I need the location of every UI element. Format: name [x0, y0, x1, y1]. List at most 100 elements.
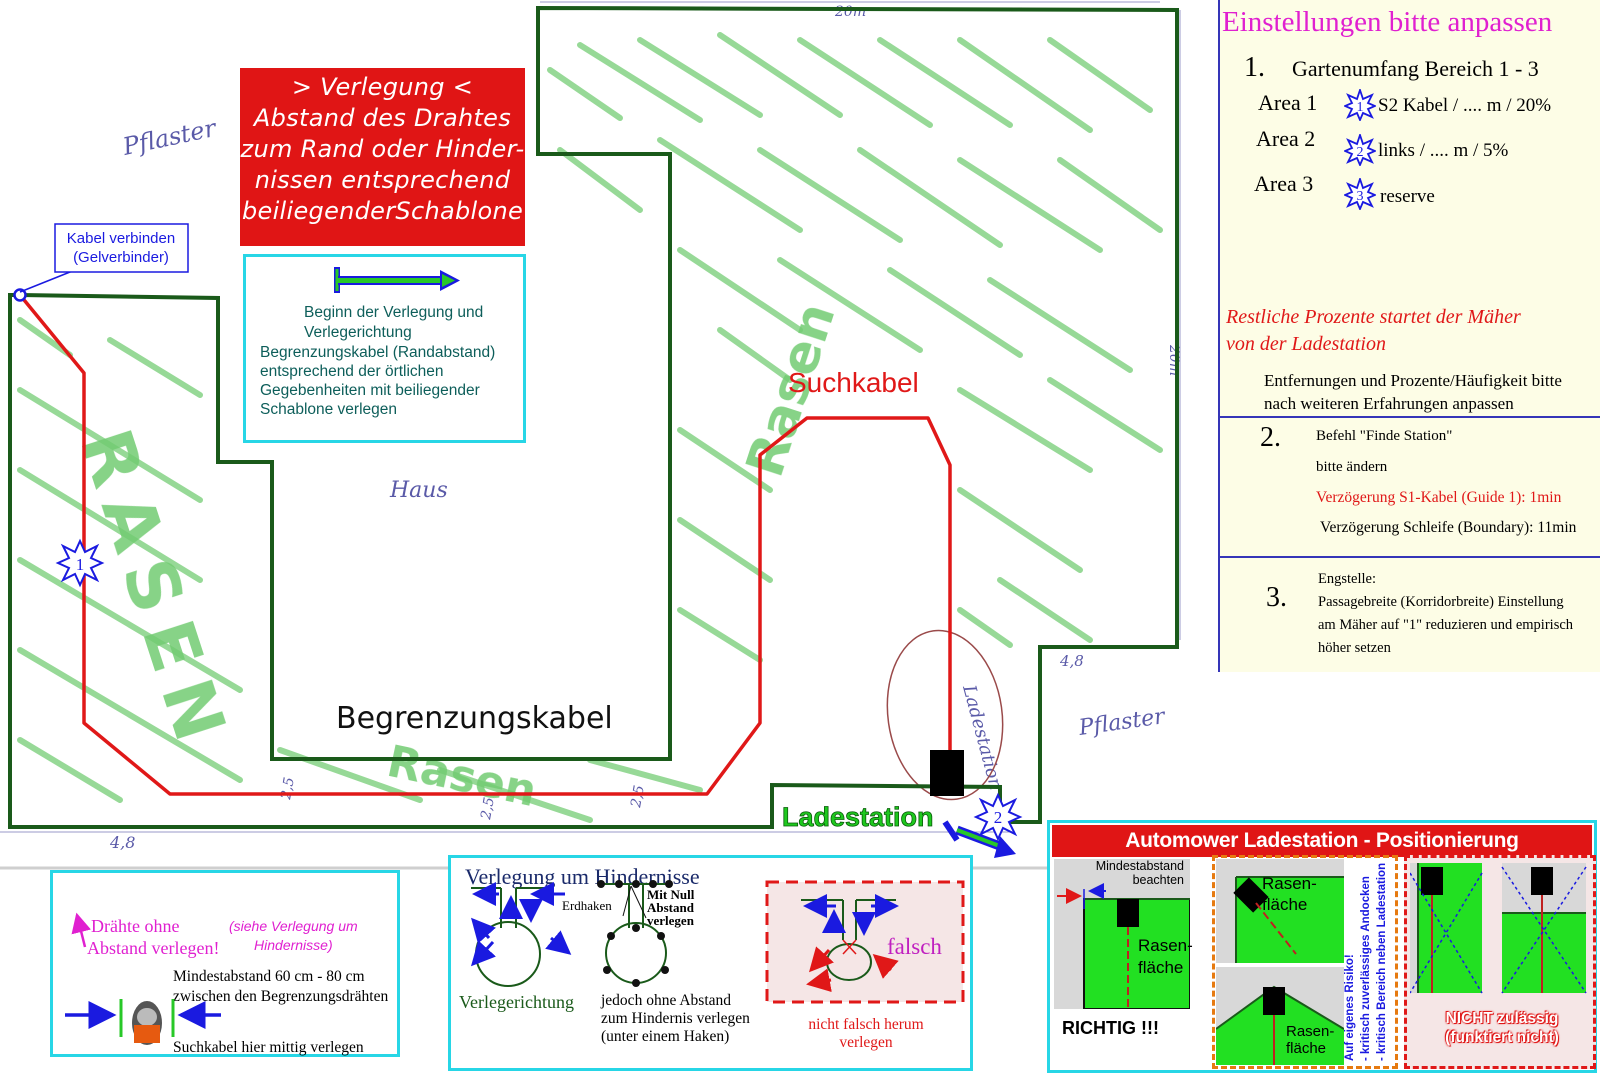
settings-panel: Einstellungen bitte anpassen 1. Gartenum…: [1218, 0, 1600, 672]
risk-line-3: - kritisch Bereich neben Ladestation: [1376, 862, 1388, 1061]
adjust-line-2: nach weiteren Erfahrungen anpassen: [1264, 394, 1514, 413]
star-2-label: 2: [994, 808, 1003, 827]
adjust-line-1: Entfernungen und Prozente/Häufigkeit bit…: [1264, 371, 1562, 390]
section-1-number: 1.: [1244, 52, 1265, 83]
risk-panel: [1212, 855, 1398, 1069]
area-3-star-icon: 3: [1344, 178, 1376, 210]
correct-position-diagram: [1054, 859, 1190, 1009]
laying-line-1: > Verlegung <: [291, 73, 474, 101]
positioning-title: Automower Ladestation - Positionierung: [1052, 825, 1592, 857]
section-divider-2: [1220, 556, 1600, 558]
section-2-line-4: Verzögerung Schleife (Boundary): 11min: [1320, 519, 1577, 536]
area-1-name: Area 1: [1258, 90, 1318, 115]
null-line-3: verlegen: [647, 913, 694, 928]
rasen-3-line-2: fläche: [1286, 1040, 1327, 1057]
begin-line-5: Gegebenheiten mit beiliegender: [260, 382, 480, 399]
guide-cable: [18, 293, 952, 796]
laying-line-2: Abstand des Drahtes: [253, 104, 512, 132]
risk-position-diagram: [1216, 859, 1344, 1065]
begin-line-1: Beginn der Verlegung und: [304, 304, 484, 321]
area-2-star-icon: 2: [1344, 134, 1376, 166]
min-distance-note: Mindestabstand beachten: [1070, 859, 1184, 887]
connector-label-line1: Kabel verbinden: [67, 230, 175, 247]
area-3-name: Area 3: [1254, 171, 1314, 196]
boundary-cable: [8, 5, 1179, 829]
positioning-legend: Automower Ladestation - Positionierung M…: [1047, 820, 1597, 1073]
station-label: Ladestation: [782, 802, 934, 832]
risk-note: Auf eigenes Risiko! - kritisch zuverläss…: [1342, 861, 1390, 1061]
dim-top: 20m: [834, 4, 866, 20]
ladestation-scribble: Ladestation: [958, 682, 1006, 792]
wires-line-2: Abstand verlegen!: [87, 938, 220, 958]
rasen-label-3: Rasen- fläche: [1286, 1023, 1334, 1057]
rasen-left-text: RASEN: [64, 420, 245, 764]
begin-line-6: Schablone verlegen: [260, 401, 398, 418]
rest-note-line-1: Restliche Prozente startet der Mäher: [1226, 306, 1521, 328]
min-line-2: zwischen den Begrenzungsdrähten: [173, 988, 389, 1005]
dim-right-mid: 4,8: [1059, 652, 1084, 670]
adjust-note: Entfernungen und Prozente/Häufigkeit bit…: [1264, 369, 1562, 415]
nicht-line-1: NICHT zulässig: [1445, 1010, 1559, 1027]
see-obstacles-text: (siehe Verlegung um Hindernisse): [229, 917, 358, 955]
wrong-line-2: verlegen: [839, 1034, 893, 1051]
wrong-direction-text: nicht falsch herum verlegen: [796, 1016, 936, 1052]
section-divider-1: [1220, 416, 1600, 418]
dim-bottom-3: 2,5: [478, 796, 498, 822]
section-2-line-1: Befehl "Finde Station": [1316, 428, 1453, 444]
area-2-star-label: 2: [1357, 145, 1364, 160]
begin-arrow-icon: [334, 267, 460, 293]
rasen-label-1: Rasen- fläche: [1138, 935, 1193, 979]
min-note-line-2: beachten: [1132, 873, 1184, 887]
section-3-line-2: Passagebreite (Korridorbreite) Einstellu…: [1318, 594, 1564, 610]
min-line-1: Mindestabstand 60 cm - 80 cm: [173, 968, 365, 985]
laying-instruction-box: > Verlegung < Abstand des Drahtes zum Ra…: [240, 68, 525, 246]
wires-text: Drähte ohne Abstand verlegen!: [87, 915, 219, 959]
charging-station-block: [930, 750, 964, 796]
null-line-2: Abstand: [647, 900, 694, 915]
area-3-value: reserve: [1380, 186, 1435, 207]
rest-note-line-2: von der Ladestation: [1226, 333, 1386, 355]
null-line-1: Mit Null: [647, 887, 695, 902]
min-note-line-1: Mindestabstand: [1095, 859, 1184, 873]
area-1-star-label: 1: [1357, 100, 1364, 115]
see-line-2: Hindernisse): [254, 937, 333, 953]
laying-line-4: nissen entsprechend: [254, 166, 511, 194]
section-1-heading: Gartenumfang Bereich 1 - 3: [1292, 56, 1539, 81]
null-distance-text: Mit Null Abstand verlegen: [647, 888, 694, 927]
obstacles-diagram: [470, 880, 965, 1004]
guide-cable-label: Suchkabel: [788, 367, 919, 398]
see-line-1: (siehe Verlegung um: [229, 918, 358, 934]
begin-line-2: Verlegerichtung: [304, 324, 412, 341]
rasen-1-line-1: Rasen-: [1138, 936, 1193, 955]
section-2-line-2: bitte ändern: [1316, 459, 1388, 475]
section-3-text: Engstelle: Passagebreite (Korridorbreite…: [1318, 568, 1573, 660]
connector-point: [13, 288, 27, 302]
section-3-line-4: höher setzen: [1318, 640, 1391, 656]
risk-line-1: Auf eigenes Risiko!: [1344, 954, 1356, 1061]
area-2-name: Area 2: [1256, 126, 1316, 151]
dim-bottom-left: 4,8: [109, 833, 135, 852]
wrong-line-1: nicht falsch herum: [808, 1016, 924, 1033]
verlegerichtung-label: Verlegerichtung: [459, 992, 574, 1012]
dim-bottom-1: 2,5: [278, 776, 298, 802]
begin-line-4: entsprechend der örtlichen: [260, 363, 444, 380]
falsch-label: falsch: [887, 934, 942, 959]
min-distance-text: Mindestabstand 60 cm - 80 cm zwischen de…: [173, 967, 388, 1007]
section-3-line-1: Engstelle:: [1318, 571, 1376, 587]
grass-hatching: [17, 32, 1163, 823]
obstacles-legend: Verlegung um Hindernisse: [448, 855, 973, 1071]
rasen-2-line-2: fläche: [1262, 895, 1308, 914]
section-3-number: 3.: [1266, 582, 1287, 613]
rest-percent-note: Restliche Prozente startet der Mäher von…: [1226, 304, 1521, 358]
no-gap-line-1: jedoch ohne Abstand: [601, 992, 732, 1009]
richtig-label: RICHTIG !!!: [1062, 1018, 1159, 1038]
pflaster-right-text: Pflaster: [1076, 704, 1167, 741]
star-1-icon: 1: [55, 538, 105, 588]
rasen-2-line-1: Rasen-: [1262, 874, 1317, 893]
settings-title: Einstellungen bitte anpassen: [1222, 6, 1553, 38]
section-2-number: 2.: [1260, 422, 1281, 453]
star-1-label: 1: [76, 555, 85, 574]
haus-text: Haus: [389, 478, 448, 503]
dim-bottom-2: 2,5: [628, 784, 648, 810]
